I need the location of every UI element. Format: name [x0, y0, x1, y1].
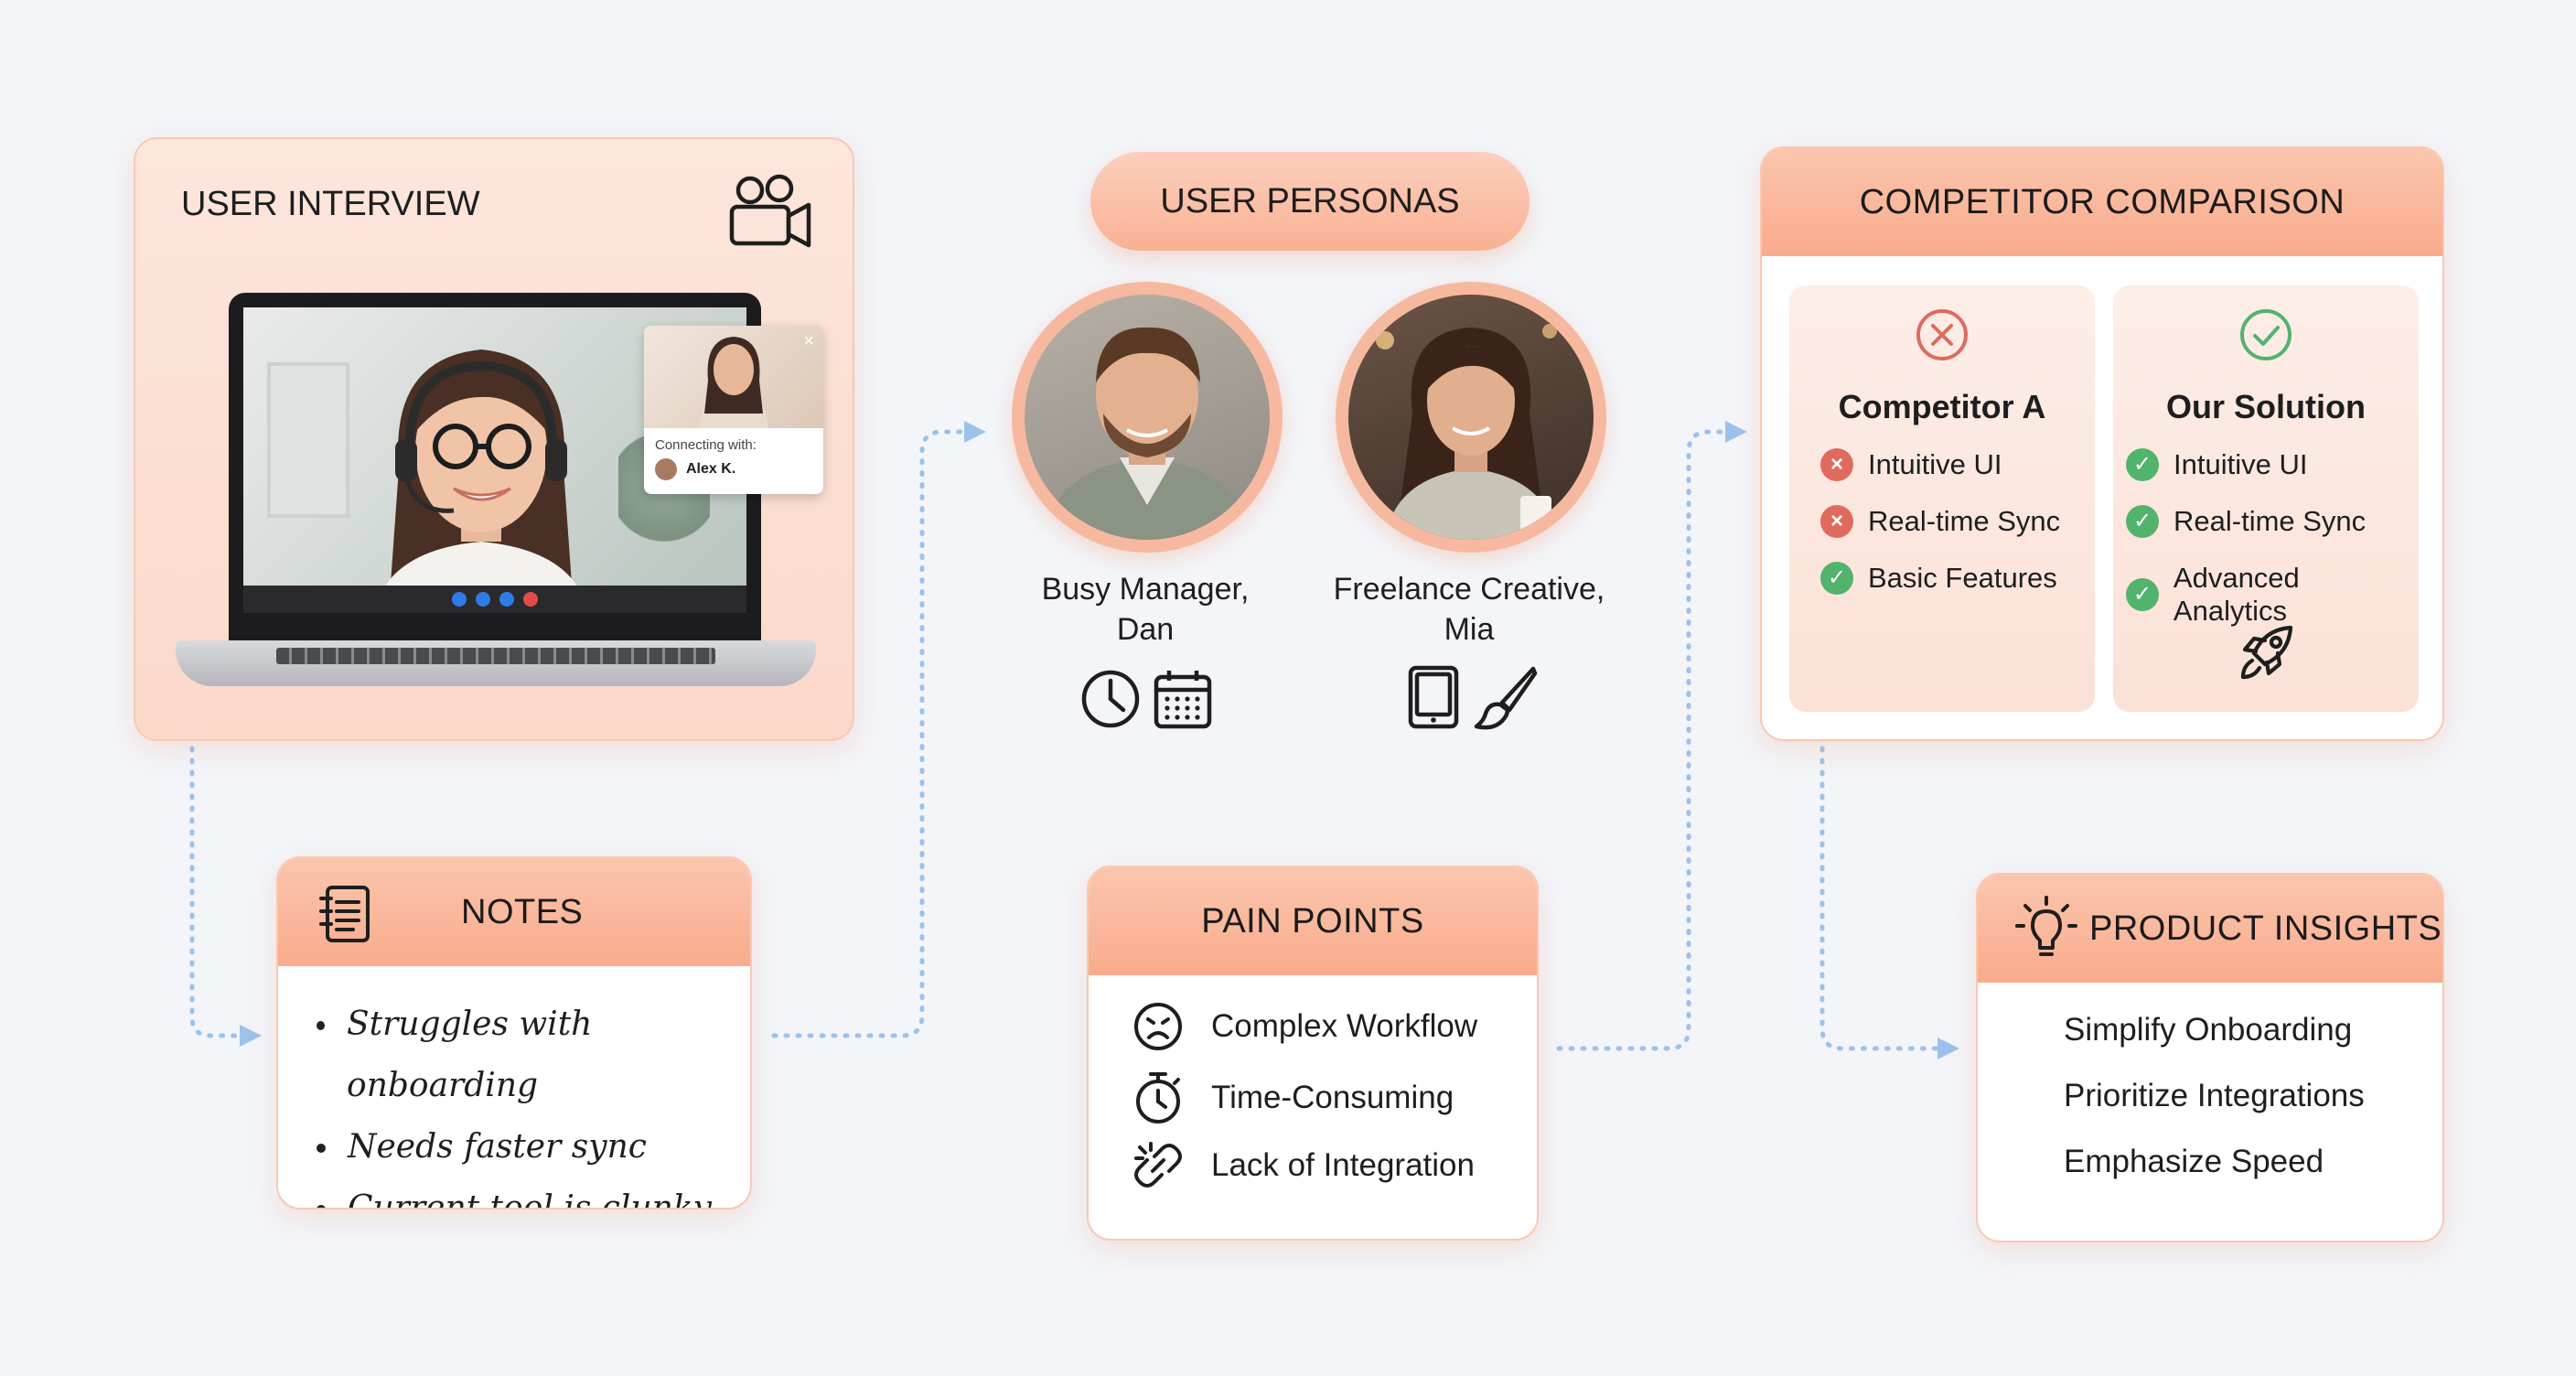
list-item: Needs faster sync	[317, 1116, 750, 1177]
pain-point-label: Time-Consuming	[1211, 1080, 1454, 1115]
pip-person-photo	[699, 337, 768, 428]
check-mark-icon: ✓	[2126, 505, 2159, 538]
list-item: Lack of Integration	[1132, 1140, 1475, 1191]
mic-toggle-button[interactable]	[476, 592, 490, 607]
call-controls	[243, 586, 746, 613]
pip-video: ×	[644, 326, 823, 428]
persona-dan-photo	[1043, 327, 1251, 540]
our-solution-feature-label: Intuitive UI	[2174, 448, 2308, 480]
competitor-a-feature-label: Basic Features	[1868, 562, 2057, 594]
persona-dan-role: Busy Manager,	[1041, 572, 1250, 607]
our-solution-column: Our Solution ✓ Intuitive UI ✓ Real-time …	[2113, 285, 2419, 712]
user-personas-title: USER PERSONAS	[1090, 152, 1530, 251]
our-solution-row: ✓ Advanced Analytics	[2126, 562, 2419, 628]
persona-mia-role: Freelance Creative,	[1333, 572, 1605, 607]
close-icon[interactable]: ×	[803, 331, 814, 351]
persona-dan-firstname: Dan	[1116, 612, 1175, 647]
x-circle-icon	[1916, 309, 1968, 360]
competitor-a-column: Competitor A × Intuitive UI × Real-time …	[1789, 285, 2095, 712]
connector-pain-to-competitor	[1556, 429, 1728, 1051]
our-solution-name: Our Solution	[2166, 388, 2366, 425]
rocket-icon	[2240, 625, 2293, 680]
check-mark-icon: ✓	[1820, 562, 1853, 595]
list-item: Complex Workflow	[1132, 1001, 1477, 1052]
pain-point-label: Lack of Integration	[1211, 1147, 1475, 1183]
connecting-name: Alex K.	[686, 461, 736, 477]
product-insights-card: PRODUCT INSIGHTS Simplify Onboarding Pri…	[1976, 873, 2444, 1242]
our-solution-feature-label: Advanced Analytics	[2173, 562, 2300, 627]
product-insights-title: PRODUCT INSIGHTS	[1978, 875, 2442, 983]
competitor-comparison-title: COMPETITOR COMPARISON	[1762, 148, 2442, 256]
brush-icon	[1474, 666, 1538, 730]
competitor-a-row: ✓ Basic Features	[1820, 562, 2057, 595]
arrowhead-competitor	[1725, 421, 1747, 443]
pain-points-card: PAIN POINTS Complex Workflow Time-Consum…	[1087, 865, 1539, 1241]
persona-mia-firstname: Mia	[1444, 612, 1495, 647]
connecting-popup: × Connecting with: Alex K.	[644, 326, 823, 494]
x-mark-icon: ×	[1820, 448, 1853, 481]
our-solution-feature-label: Real-time Sync	[2174, 505, 2367, 537]
user-interview-title: USER INTERVIEW	[181, 185, 480, 223]
note-text: Current tool is clunky	[348, 1189, 712, 1209]
clock-icon	[1081, 670, 1140, 728]
stopwatch-icon	[1136, 1072, 1180, 1123]
check-mark-icon: ✓	[2126, 448, 2159, 481]
tablet-icon	[1408, 665, 1459, 729]
notebook-icon	[319, 886, 370, 942]
list-item: Simplify Onboarding	[2064, 1012, 2353, 1048]
lightbulb-icon	[2015, 896, 2077, 956]
calendar-icon	[1154, 671, 1212, 729]
video-call-feed	[243, 307, 746, 613]
interviewee-photo	[373, 349, 589, 613]
competitor-a-name: Competitor A	[1838, 388, 2046, 425]
arrowhead-notes	[240, 1025, 262, 1047]
avatar	[655, 458, 677, 480]
list-item: Time-Consuming	[1132, 1070, 1454, 1125]
notes-card: NOTES Struggles with onboarding Needs fa…	[276, 856, 752, 1209]
broken-link-icon	[1134, 1142, 1182, 1188]
check-circle-icon	[2240, 309, 2292, 360]
connector-notes-to-personas	[771, 429, 967, 1038]
connector-interview-to-notes	[189, 746, 242, 1038]
competitor-a-feature-label: Intuitive UI	[1868, 448, 2002, 480]
competitor-a-feature-label: Real-time Sync	[1868, 505, 2061, 537]
share-screen-button[interactable]	[499, 592, 514, 607]
competitor-a-row: × Real-time Sync	[1820, 505, 2060, 538]
camera-toggle-button[interactable]	[452, 592, 467, 607]
competitor-a-row: × Intuitive UI	[1820, 448, 2002, 481]
video-camera-icon	[729, 174, 811, 248]
end-call-button[interactable]	[523, 592, 538, 607]
user-interview-card: USER INTERVIEW	[134, 137, 854, 741]
laptop-base	[176, 640, 816, 686]
persona-mia-name: Freelance Creative, Mia	[1314, 569, 1625, 650]
list-item: Current tool is clunky	[317, 1177, 750, 1209]
connecting-label: Connecting with:	[655, 437, 757, 453]
pain-points-title: PAIN POINTS	[1089, 867, 1537, 975]
frown-face-icon	[1134, 1003, 1182, 1050]
note-text: Needs faster sync	[348, 1128, 647, 1166]
persona-mia-photo	[1376, 324, 1557, 540]
our-solution-row: ✓ Real-time Sync	[2126, 505, 2366, 538]
pain-point-label: Complex Workflow	[1211, 1008, 1478, 1044]
arrowhead-personas	[964, 421, 986, 443]
x-mark-icon: ×	[1820, 505, 1853, 538]
persona-mia-avatar	[1336, 282, 1606, 553]
note-text: Struggles with onboarding	[347, 1005, 593, 1104]
our-solution-row: ✓ Intuitive UI	[2126, 448, 2307, 481]
arrowhead-insights	[1937, 1037, 1959, 1059]
check-mark-icon: ✓	[2126, 578, 2159, 611]
list-item: Struggles with onboarding	[317, 994, 750, 1116]
list-item: Prioritize Integrations	[2064, 1078, 2365, 1113]
competitor-comparison-card: COMPETITOR COMPARISON Competitor A × Int…	[1760, 146, 2444, 741]
persona-dan-avatar	[1012, 282, 1283, 553]
list-item: Emphasize Speed	[2064, 1144, 2324, 1179]
connector-competitor-to-insights	[1819, 746, 1940, 1051]
connecting-user: Alex K.	[655, 458, 823, 480]
laptop-screen	[229, 293, 761, 640]
persona-dan-name: Busy Manager, Dan	[990, 569, 1301, 650]
notes-list: Struggles with onboarding Needs faster s…	[317, 994, 750, 1209]
